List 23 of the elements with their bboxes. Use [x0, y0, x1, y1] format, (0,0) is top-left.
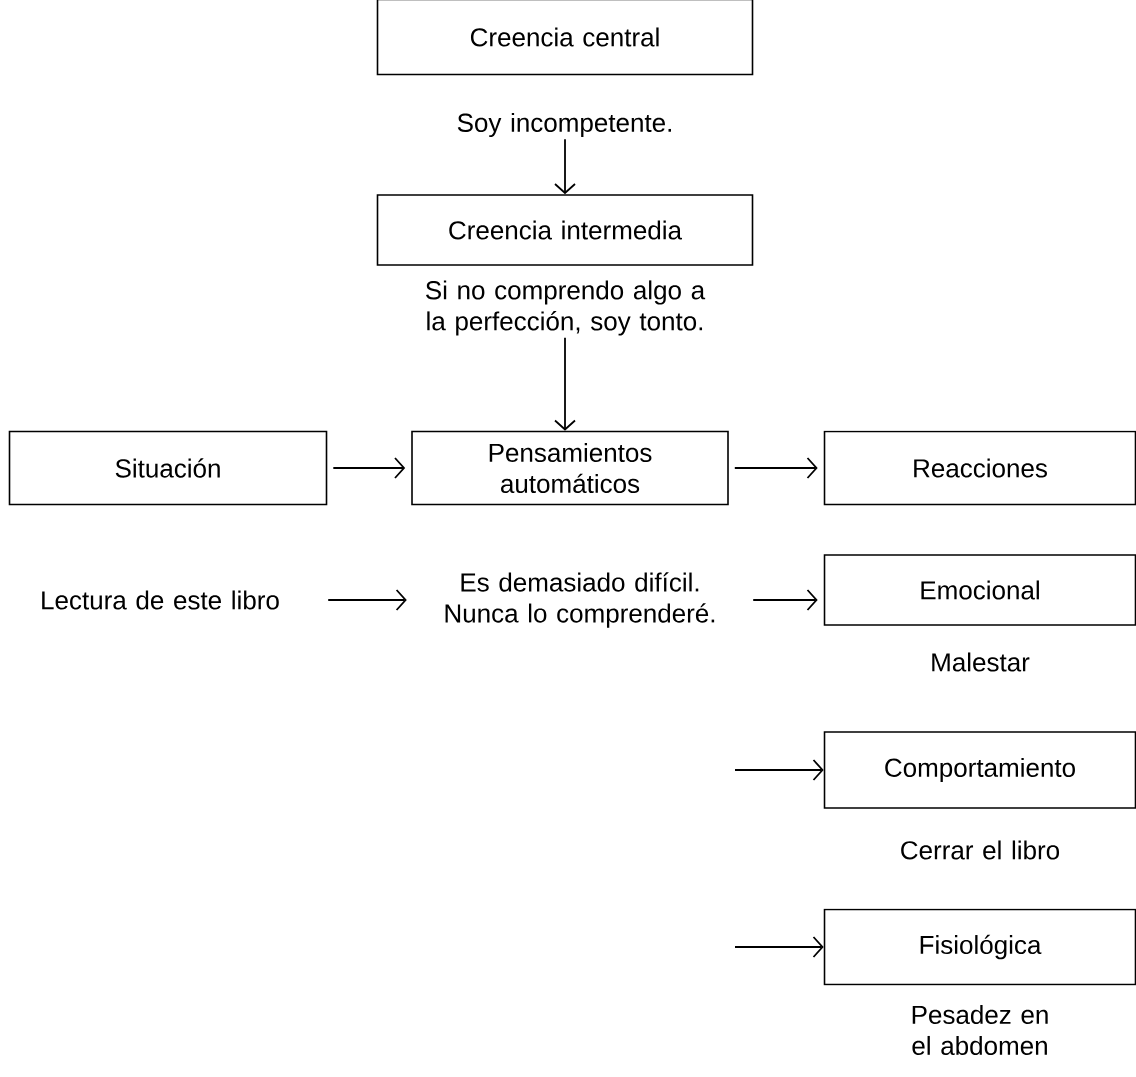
- arrow: [554, 138, 576, 195]
- beside-text: Malestar: [932, 652, 1030, 672]
- box: Emocional: [823, 554, 1136, 626]
- box: Creencia intermedia: [376, 194, 754, 266]
- arrow: [752, 589, 818, 611]
- beside-text: Pesadez en el abdomen: [912, 1004, 1048, 1056]
- text-label: Lectura de este libro: [42, 590, 279, 610]
- text-label: Soy incompetente.: [457, 112, 671, 138]
- box: Comportamiento: [823, 731, 1136, 809]
- box: Situación: [8, 430, 328, 506]
- box: Creencia central: [376, 0, 754, 76]
- beside-text: Cerrar el libro: [901, 840, 1060, 860]
- arrow: [733, 457, 818, 479]
- box: Pensamientos automáticos: [411, 430, 729, 506]
- arrow: [734, 936, 824, 958]
- arrow: [734, 759, 824, 781]
- text-label: Si no comprendo algo a la perfección, soy tonto.: [426, 280, 706, 336]
- arrow: [332, 457, 406, 479]
- arrow: [327, 589, 407, 611]
- text-label: Es demasiado difícil. Nunca lo comprenderé.: [445, 572, 715, 628]
- arrow: [554, 336, 576, 431]
- box: Fisiológica: [823, 908, 1136, 986]
- box: Reacciones: [823, 430, 1136, 506]
